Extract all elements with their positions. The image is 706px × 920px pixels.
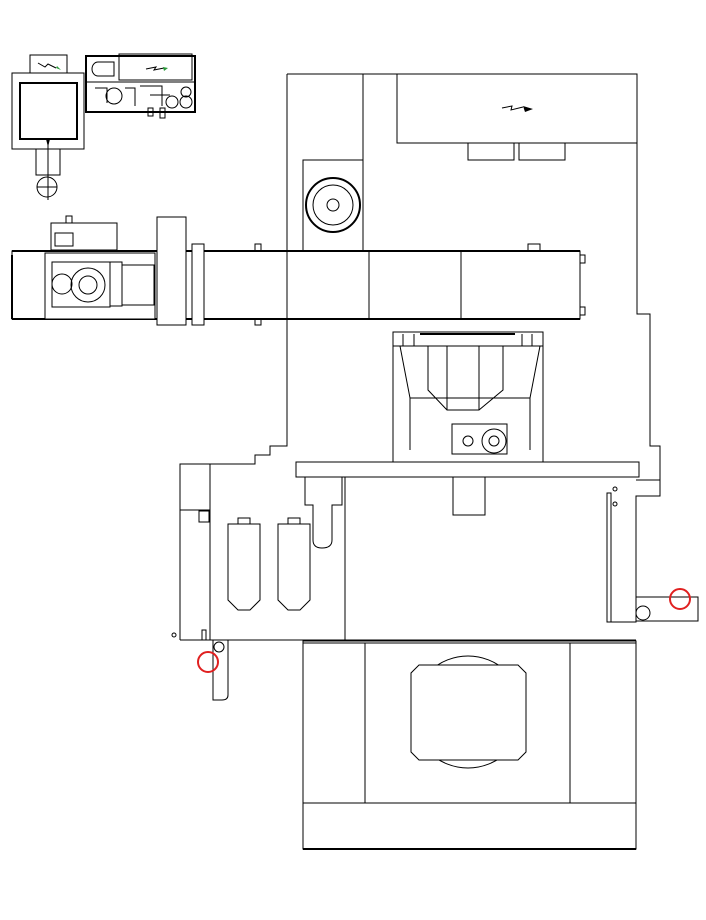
marker-circle-icon [669, 588, 691, 610]
machine-base [302, 640, 637, 850]
lightning-icon [37, 62, 57, 69]
machine-frame [179, 73, 661, 640]
control-cabinet [85, 53, 196, 119]
lightning-icon [145, 66, 165, 71]
marker-circle-icon [197, 651, 219, 673]
electrical-cabinet [11, 54, 85, 200]
tool-holders [227, 517, 311, 611]
spindle-box [302, 159, 364, 253]
spindle-head [392, 331, 544, 463]
machine-table [180, 461, 640, 641]
lightning-icon [501, 105, 524, 111]
side-panel [606, 486, 699, 623]
motor-assembly [11, 216, 205, 326]
handle [171, 629, 229, 701]
